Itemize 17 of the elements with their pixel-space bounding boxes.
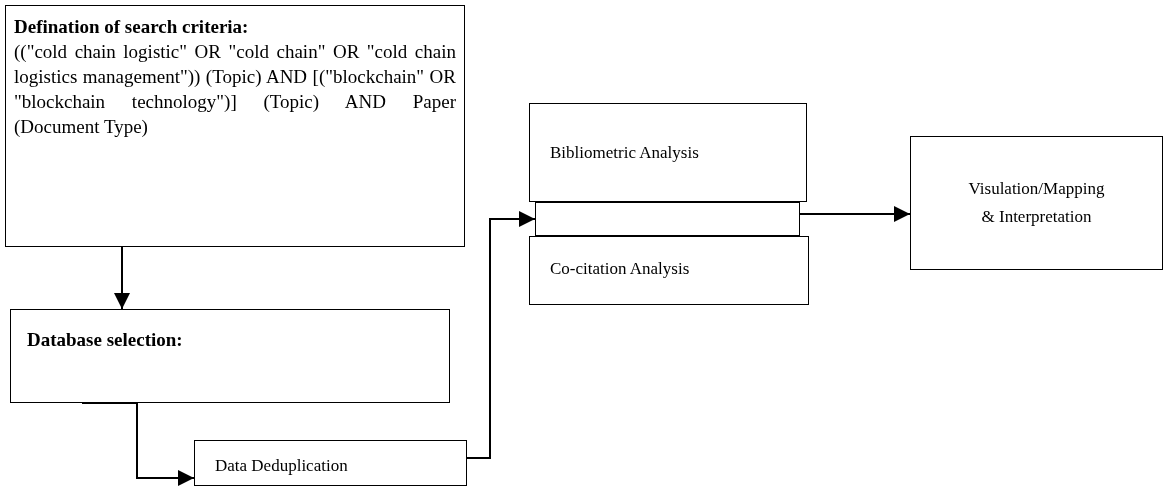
process-box [910, 136, 1163, 270]
node-label: Visulation/Mapping & Interpretation [967, 178, 1106, 228]
heading-text: Defination of search criteria: [14, 15, 250, 39]
node-label: Data Deduplication [215, 455, 349, 477]
process-box [529, 103, 807, 202]
process-box [10, 309, 450, 403]
node-label: Co-citation Analysis [550, 257, 690, 280]
arrow [114, 246, 130, 310]
query-text: (("cold chain logistic" OR "cold chain" OR "cold chain logistics management")) (Topic) AND [("blockchain" OR "blockchain technology")] (Topic) AND Paper (Document Type) [14, 40, 456, 139]
process-box [5, 5, 465, 247]
process-box [529, 236, 809, 305]
node-label: Bibliometric Analysis [550, 141, 699, 164]
arrow [466, 211, 536, 459]
arrow [799, 206, 911, 222]
heading-text: Database selection: [27, 329, 183, 350]
process-box [194, 440, 467, 486]
connector-band [535, 202, 800, 236]
